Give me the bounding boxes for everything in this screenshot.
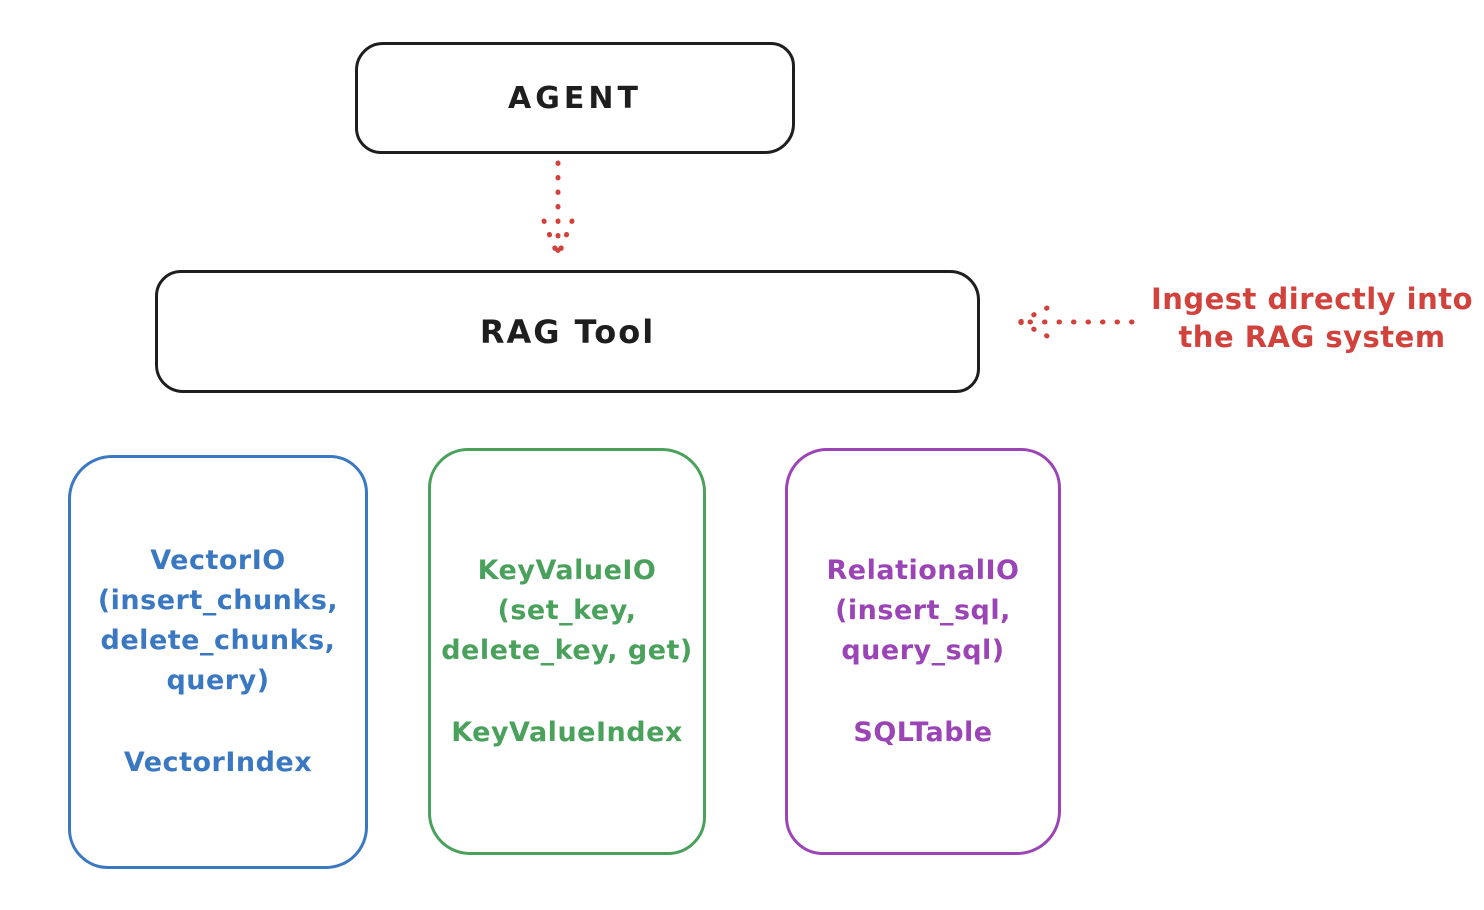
vector-io-node: VectorIO (insert_chunks, delete_chunks, … (68, 455, 368, 869)
rag-tool-label: RAG Tool (479, 312, 656, 351)
relational-io-title-block: RelationalIO (insert_sql, query_sql) (827, 551, 1020, 671)
ingest-annotation-line1: Ingest directly into (1150, 282, 1474, 316)
ingest-arrow (1017, 305, 1135, 339)
vector-io-line: (insert_chunks, (97, 585, 339, 616)
rag-tool-node: RAG Tool (155, 270, 980, 393)
vector-io-line: VectorIO (150, 545, 286, 576)
relational-io-line: (insert_sql, (835, 594, 1011, 626)
relational-io-line: RelationalIO (826, 554, 1020, 586)
agent-to-rag-arrow (541, 160, 575, 259)
key-value-io-node: KeyValueIO (set_key, delete_key, get) Ke… (428, 448, 706, 855)
vector-index-label: VectorIndex (123, 747, 313, 778)
vector-io-line: delete_chunks, (100, 625, 336, 656)
ingest-annotation: Ingest directly into the RAG system (1140, 280, 1484, 356)
relational-io-line: query_sql) (841, 634, 1005, 666)
key-value-io-line: delete_key, get) (441, 634, 693, 666)
key-value-io-title-block: KeyValueIO (set_key, delete_key, get) (441, 551, 693, 671)
key-value-index-label: KeyValueIndex (451, 716, 683, 748)
vector-io-title-block: VectorIO (insert_chunks, delete_chunks, … (98, 541, 338, 701)
sql-table-label: SQLTable (853, 716, 993, 748)
vector-io-line: query) (166, 665, 270, 696)
key-value-io-line: (set_key, (497, 594, 637, 626)
key-value-io-line: KeyValueIO (477, 554, 657, 586)
agent-label: AGENT (508, 80, 642, 116)
relational-io-node: RelationalIO (insert_sql, query_sql) SQL… (785, 448, 1061, 855)
ingest-arrow-strokes (1017, 305, 1135, 339)
agent-to-rag-arrow-strokes (541, 160, 575, 259)
agent-node: AGENT (355, 42, 795, 154)
ingest-annotation-line2: the RAG system (1178, 320, 1446, 354)
